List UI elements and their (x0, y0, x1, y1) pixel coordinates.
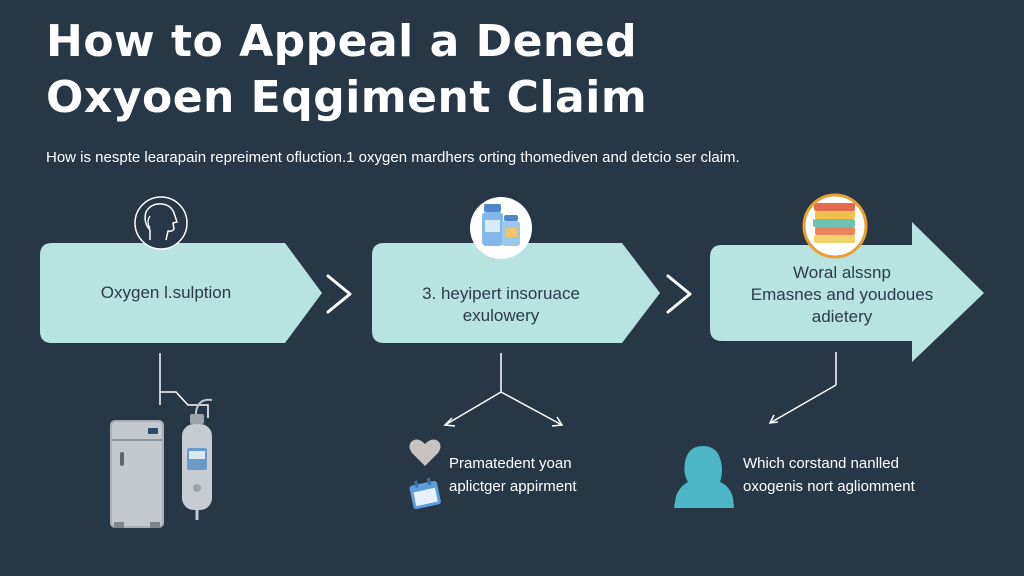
substep-2-line-2: oxogenis nort agliomment (743, 478, 915, 495)
step-3-label: Woral alssnp Emasnes and youdoues adiete… (722, 262, 962, 328)
connector-step-3 (768, 352, 837, 424)
step-1-label: Oxygen l.sulption (48, 282, 284, 304)
page-title: How to Appeal a Dened Oxyoen Eqgiment Cl… (46, 14, 806, 126)
substep-2-line-1: Which corstand nanlled (743, 455, 899, 472)
step-1-arrow (40, 243, 322, 343)
calendar-icon (409, 477, 441, 510)
step-2-line-2: exulowery (462, 306, 540, 325)
substep-1-label: Pramatedent yoan aplictger appirment (449, 452, 577, 498)
step-2-label: 3. heyipert insoruace exulowery (378, 283, 624, 327)
chevron-right-icon (326, 274, 352, 314)
step-3-arrow (710, 222, 984, 362)
connector-step-2 (443, 353, 564, 427)
connector-step-1 (159, 353, 209, 418)
page-subtitle: How is nespte learapain repreiment ofluc… (46, 149, 740, 166)
step-1-line-1: Oxygen l.sulption (100, 283, 232, 302)
heart-icon (409, 439, 441, 466)
step-3-line-2: Emasnes and youdoues (750, 285, 934, 304)
stacked-books-icon (802, 193, 868, 259)
substep-1-line-2: aplictger appirment (449, 478, 577, 495)
substep-1-line-1: Pramatedent yoan (449, 455, 572, 472)
step-2-arrow (372, 243, 660, 343)
medicine-bottles-icon (470, 197, 532, 259)
step-3-line-1: Woral alssnp (793, 263, 891, 282)
oxygen-concentrator-icon (110, 420, 164, 528)
title-line-1: How to Appeal a Dened (46, 16, 638, 67)
step-2-line-1: 3. heyipert insoruace (422, 284, 580, 303)
step-3-line-3: adietery (811, 307, 873, 326)
head-profile-icon (134, 196, 188, 250)
oxygen-tank-icon (182, 398, 213, 520)
chevron-right-icon (666, 274, 692, 314)
person-silhouette-icon (674, 446, 734, 508)
title-line-2: Oxyoen Eqgiment Claim (46, 72, 648, 123)
substep-2-label: Which corstand nanlled oxogenis nort agl… (743, 452, 915, 498)
